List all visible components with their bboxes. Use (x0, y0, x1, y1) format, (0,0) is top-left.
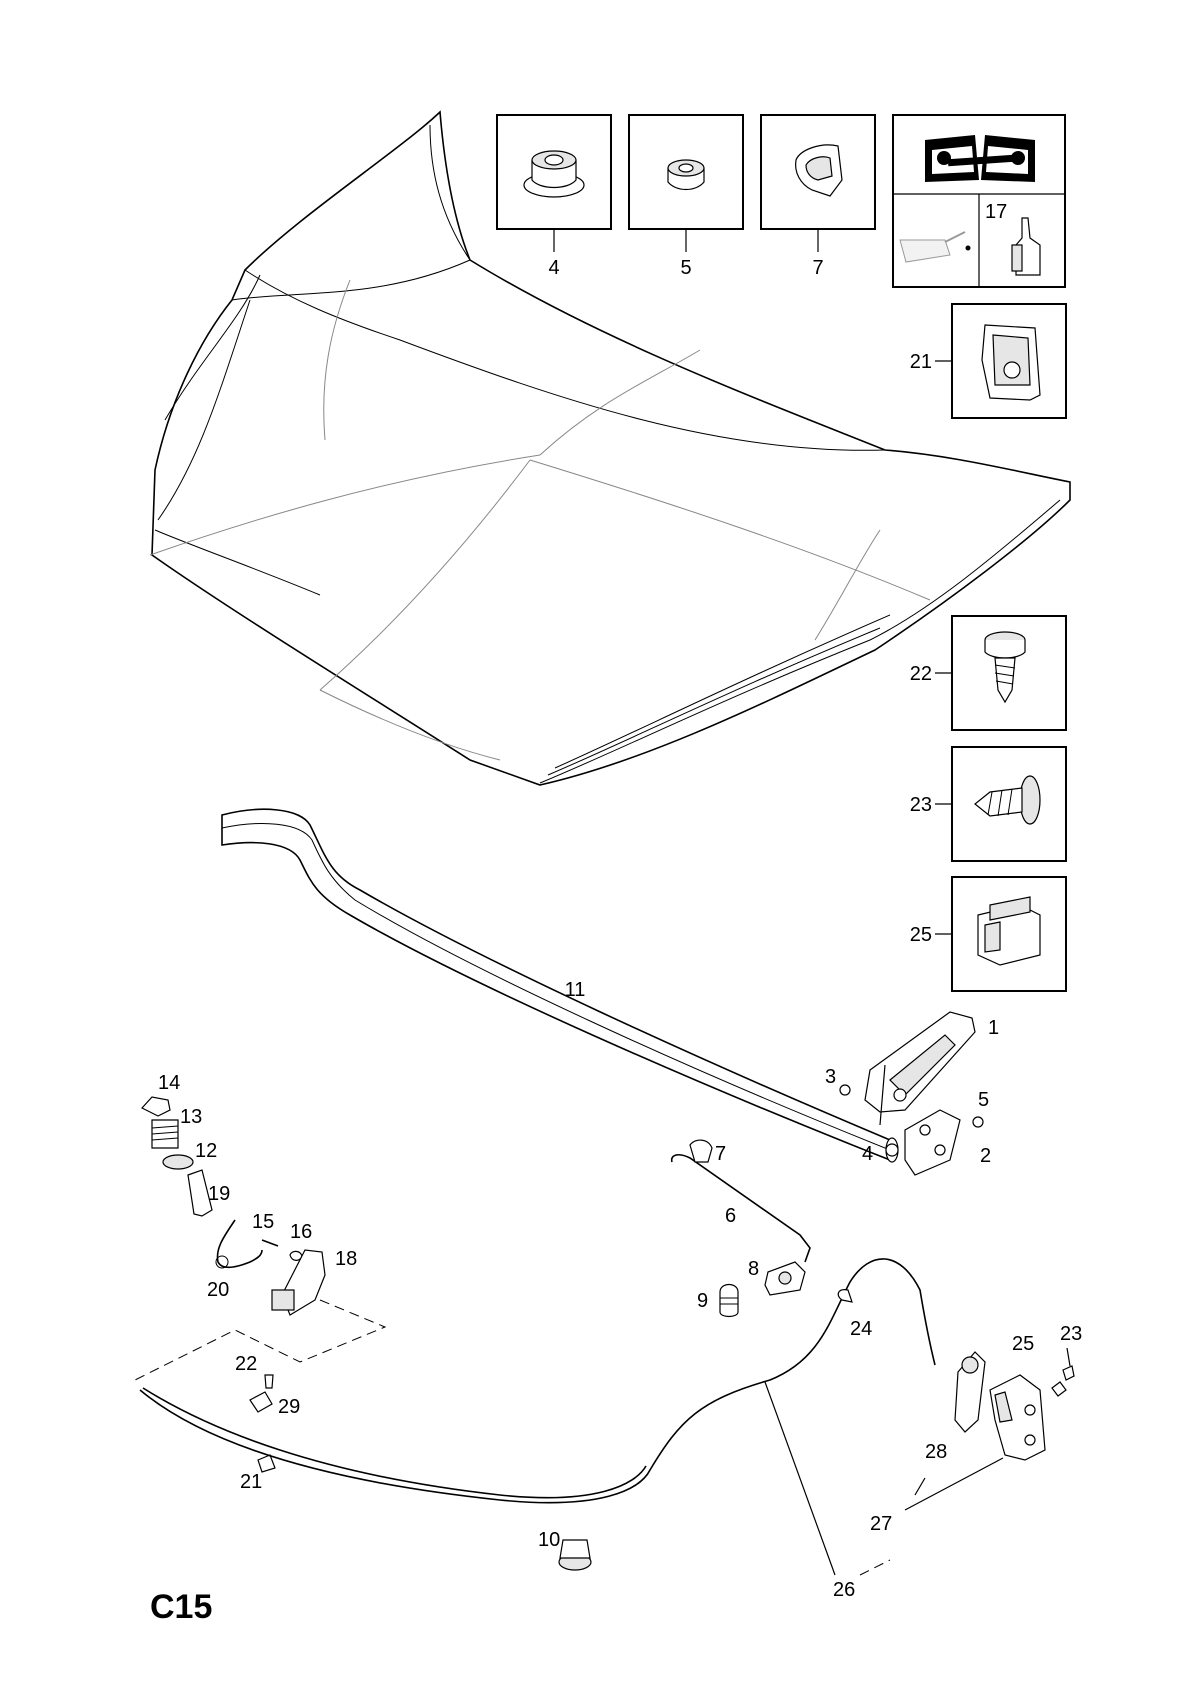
label-self-tapping-screw: 23 (910, 794, 932, 816)
label-plastic-clip: 25 (910, 924, 932, 946)
label-spring-nut-21: 21 (240, 1471, 262, 1493)
repair-manual-icon (925, 135, 1035, 182)
label-support-rod: 6 (725, 1205, 736, 1227)
page-code: C15 (150, 1588, 212, 1626)
label-buffer: 10 (538, 1529, 560, 1551)
label-hinge-nut: 4 (862, 1143, 873, 1165)
part-box-self-tapping-screw: 23 (910, 746, 1067, 862)
label-bolt-15: 15 (252, 1211, 274, 1233)
label-flange-nut: 4 (548, 257, 559, 279)
label-rod-holder: 8 (748, 1258, 759, 1280)
bonnet-buffer: 10 (538, 1529, 592, 1571)
label-spring-20: 20 (207, 1279, 229, 1301)
label-rod-clip-small: 7 (715, 1143, 726, 1165)
label-rubber-stop: 9 (697, 1290, 708, 1312)
part-box-torx-screw: 22 (910, 615, 1067, 731)
label-spring-13: 13 (180, 1106, 202, 1128)
label-hex-nut: 5 (680, 257, 691, 279)
label-hinge-hex-nut: 5 (978, 1089, 989, 1111)
label-adhesive: 17 (985, 201, 1007, 223)
part-box-hex-nut: 5 (628, 114, 744, 279)
safety-catch: 24 28 25 23 27 (837, 1289, 1082, 1535)
part-box-rod-clip: 7 (760, 114, 876, 279)
label-rod-clip: 7 (812, 257, 823, 279)
label-catch-18: 18 (335, 1248, 357, 1270)
part-box-spring-nut: 21 (910, 303, 1067, 419)
part-box-flange-nut: 4 (496, 114, 612, 279)
label-spring-16: 16 (290, 1221, 312, 1243)
label-release-lever-28: 28 (925, 1441, 947, 1463)
label-pin-19: 19 (208, 1183, 230, 1205)
label-hinge-lower: 2 (980, 1145, 991, 1167)
release-cable: 26 (139, 1258, 936, 1601)
label-clip-24: 24 (850, 1318, 872, 1340)
label-spring-nut: 21 (910, 351, 932, 373)
adhesive-bottle-icon (1011, 217, 1041, 276)
label-screw-23: 23 (1060, 1323, 1082, 1345)
label-nut-14: 14 (158, 1072, 180, 1094)
bonnet-panel (149, 110, 1071, 786)
label-hinge: 1 (988, 1017, 999, 1039)
part-box-plastic-clip: 25 (910, 876, 1067, 992)
oil-can-icon (899, 231, 971, 263)
bonnet-support-rod: 7 6 8 9 (670, 1139, 811, 1318)
label-hinge-bolt: 3 (825, 1066, 836, 1088)
label-lock-27: 27 (870, 1513, 892, 1535)
lock-assembly: 14 13 12 19 20 15 16 18 22 29 21 (134, 1072, 387, 1493)
label-seal-strip: 11 (565, 979, 586, 1001)
bonnet-hinge: 1 2 3 4 5 (825, 1011, 999, 1176)
label-clip-25: 25 (1012, 1333, 1034, 1355)
label-release-cable: 26 (833, 1579, 855, 1601)
label-clip-29: 29 (278, 1396, 300, 1418)
label-washer-12: 12 (195, 1140, 217, 1162)
bonnet-seal-strip: 11 (221, 808, 899, 1163)
label-torx-screw: 22 (910, 663, 932, 685)
manual-box: 17 (892, 114, 1066, 288)
label-screw-22: 22 (235, 1353, 257, 1375)
